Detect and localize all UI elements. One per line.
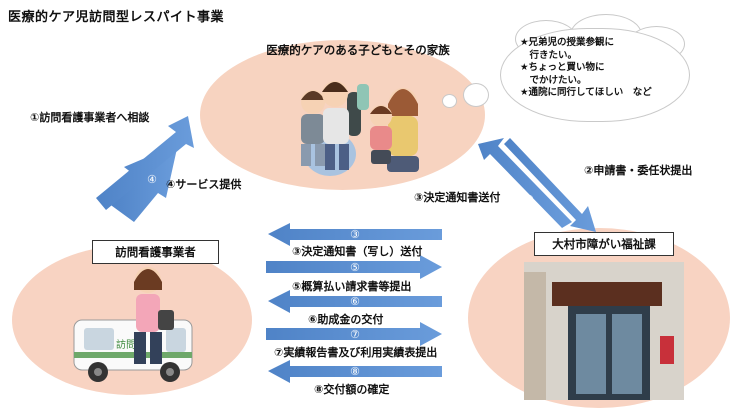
arrow-7-report: ⑦ xyxy=(266,322,442,346)
arrow-5-number: ⑤ xyxy=(350,261,360,274)
thought-bubble-dot-small xyxy=(442,94,457,108)
arrow-8-number: ⑧ xyxy=(350,365,360,378)
arrow-5-claim: ⑤ xyxy=(266,255,442,279)
flow-label-service: ④サービス提供 xyxy=(166,178,242,191)
arrow-6-grant: ⑥ xyxy=(268,290,442,313)
flow-label-notice-copy: ③決定通知書（写し）送付 xyxy=(292,245,423,258)
arrow-3-copy: ③ xyxy=(268,223,442,246)
family-illustration xyxy=(301,81,419,176)
family-label: 医療的ケアのある子どもとその家族 xyxy=(266,43,450,57)
flow-label-application: ②申請書・委任状提出 xyxy=(584,164,693,177)
thought-bubble xyxy=(500,28,690,122)
city-label: 大村市障がい福祉課 xyxy=(534,232,674,256)
arrow-4-service: ④ xyxy=(96,116,194,210)
arrow-3-notice: ③ xyxy=(478,138,572,228)
flow-label-consult: ①訪問看護事業者へ相談 xyxy=(30,111,150,124)
flow-label-report: ⑦実績報告書及び利用実績表提出 xyxy=(274,346,438,359)
diagram-title: 医療的ケア児訪問型レスパイト事業 xyxy=(8,10,225,25)
provider-label: 訪問看護事業者 xyxy=(92,240,219,264)
arrow-1-number: ① xyxy=(138,148,148,161)
thought-bubble-text: ★兄弟児の授業参観に 行きたい。 ★ちょっと買い物に でかけたい。 ★通院に同行… xyxy=(520,37,652,98)
flow-label-confirm: ⑧交付額の確定 xyxy=(314,383,390,396)
visiting-nurse-illustration: 訪問 xyxy=(73,267,193,382)
city-office-photo xyxy=(524,262,684,400)
arrow-3-number: ③ xyxy=(524,193,534,206)
arrow-6-number: ⑥ xyxy=(350,295,360,308)
arrow-2-application: ② xyxy=(504,138,596,232)
flow-label-grant: ⑥助成金の交付 xyxy=(308,313,384,326)
arrow-8-confirm: ⑧ xyxy=(268,360,442,383)
van-label: 訪問 xyxy=(116,338,136,351)
thought-bubble-dot xyxy=(463,83,489,107)
arrow-3-copy-number: ③ xyxy=(350,228,360,241)
flow-label-claim: ⑤概算払い請求書等提出 xyxy=(292,280,412,293)
arrow-4-number: ④ xyxy=(147,173,157,186)
flow-label-notice: ③決定通知書送付 xyxy=(414,191,501,204)
arrow-7-number: ⑦ xyxy=(350,328,360,341)
arrow-2-number: ② xyxy=(554,175,564,188)
